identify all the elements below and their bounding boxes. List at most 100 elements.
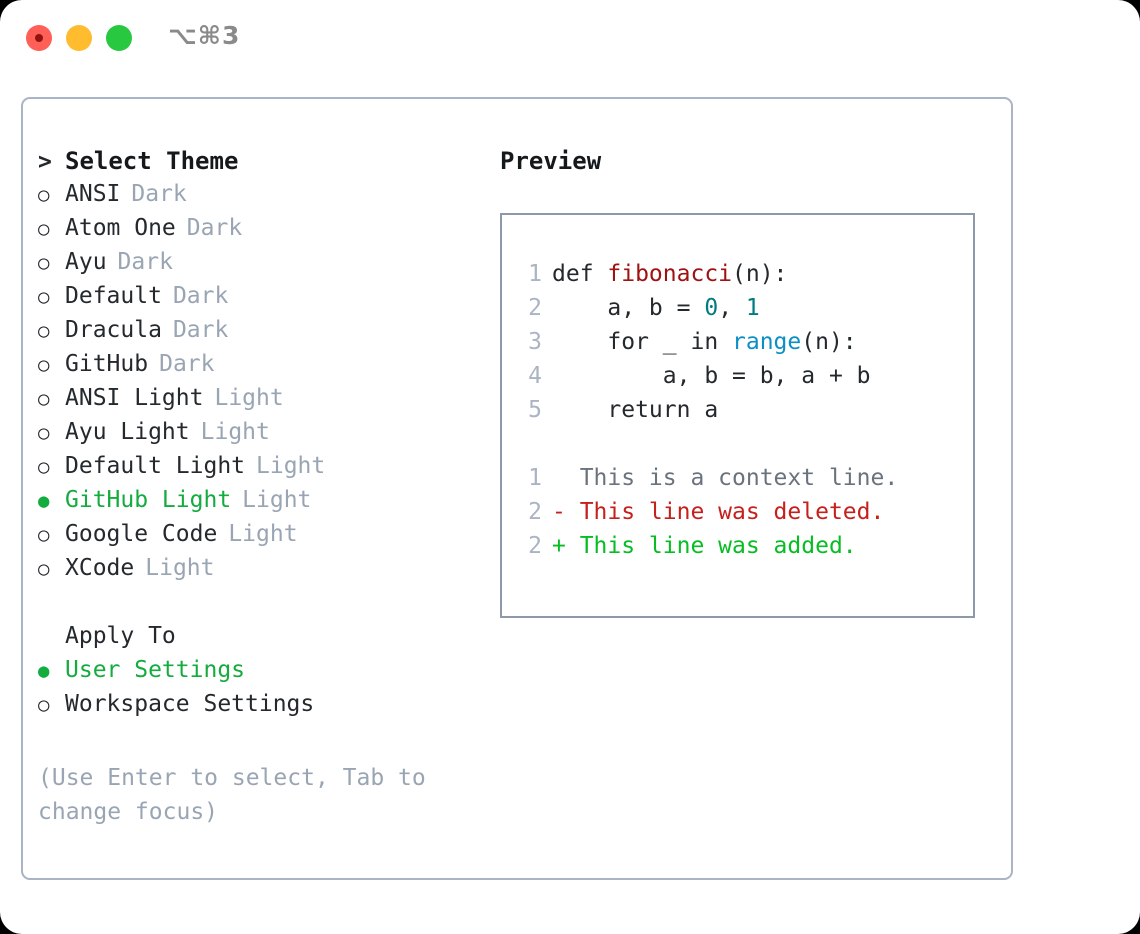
line-number: 1 bbox=[528, 465, 542, 491]
theme-list-item-ansi-light[interactable]: ANSI Light Light bbox=[38, 385, 498, 419]
theme-list-item-github[interactable]: GitHub Dark bbox=[38, 351, 498, 385]
theme-variant-tag: Dark bbox=[172, 283, 229, 309]
diff-content: + This line was added. bbox=[552, 533, 857, 559]
caret-icon bbox=[38, 151, 65, 174]
line-number: 3 bbox=[528, 329, 542, 355]
code-token-number: 1 bbox=[745, 295, 760, 321]
theme-variant-tag: Light bbox=[145, 555, 215, 581]
theme-variant-tag: Light bbox=[242, 487, 312, 513]
line-number: 2 bbox=[528, 499, 542, 525]
theme-list-column: Select Theme ANSI Dark Atom One Dark Ayu… bbox=[38, 147, 498, 829]
theme-list-item-xcode[interactable]: XCode Light bbox=[38, 555, 498, 589]
line-number: 2 bbox=[528, 295, 542, 321]
code-content: a, b = 0, 1 bbox=[552, 295, 760, 321]
code-line: 2 a, b = 0, 1 bbox=[512, 295, 973, 329]
code-line: 4 a, b = b, a + b bbox=[512, 363, 973, 397]
code-token: , bbox=[718, 295, 746, 321]
theme-variant-tag: Light bbox=[200, 419, 270, 445]
title-bar: ⌥⌘3 bbox=[0, 0, 1140, 80]
code-line: 3 for _ in range(n): bbox=[512, 329, 973, 363]
radio-unselected-icon[interactable] bbox=[38, 183, 65, 206]
theme-name: XCode bbox=[65, 555, 135, 581]
theme-variant-tag: Dark bbox=[131, 181, 187, 207]
code-token-call: range bbox=[732, 329, 802, 355]
diff-content: This is a context line. bbox=[552, 465, 899, 491]
radio-selected-icon[interactable] bbox=[38, 659, 65, 682]
radio-unselected-icon[interactable] bbox=[38, 557, 65, 580]
theme-variant-tag: Light bbox=[256, 453, 326, 479]
radio-unselected-icon[interactable] bbox=[38, 285, 65, 308]
apply-to-label: User Settings bbox=[65, 657, 246, 683]
theme-list-item-default-light[interactable]: Default Light Light bbox=[38, 453, 498, 487]
theme-name: Default Light bbox=[65, 453, 246, 479]
theme-variant-tag: Dark bbox=[186, 215, 243, 241]
radio-unselected-icon[interactable] bbox=[38, 387, 65, 410]
code-content: a, b = b, a + b bbox=[552, 363, 871, 389]
select-theme-heading: Select Theme bbox=[38, 147, 498, 181]
theme-list-item-default[interactable]: Default Dark bbox=[38, 283, 498, 317]
theme-variant-tag: Light bbox=[214, 385, 284, 411]
keyboard-shortcut-label: ⌥⌘3 bbox=[168, 21, 241, 50]
radio-unselected-icon[interactable] bbox=[38, 319, 65, 342]
theme-variant-tag: Dark bbox=[172, 317, 229, 343]
list-spacer bbox=[38, 589, 498, 623]
diff-line-deleted: 2 - This line was deleted. bbox=[512, 499, 973, 533]
apply-to-label: Workspace Settings bbox=[65, 691, 315, 717]
theme-name: Default bbox=[65, 283, 162, 309]
theme-name: GitHub Light bbox=[65, 487, 232, 513]
line-number: 1 bbox=[528, 261, 542, 287]
code-token: for _ in bbox=[552, 329, 733, 355]
code-line: 5 return a bbox=[512, 397, 973, 431]
diff-content: - This line was deleted. bbox=[552, 499, 885, 525]
radio-unselected-icon[interactable] bbox=[38, 693, 65, 716]
theme-name: Ayu Light bbox=[65, 419, 190, 445]
theme-name: GitHub bbox=[65, 351, 149, 377]
theme-name: Google Code bbox=[65, 521, 218, 547]
traffic-lights bbox=[26, 25, 132, 51]
preview-box: 1 def fibonacci(n): 2 a, b = 0, 1 3 for … bbox=[500, 213, 975, 618]
theme-list-item-google-code[interactable]: Google Code Light bbox=[38, 521, 498, 555]
theme-name: ANSI Light bbox=[65, 385, 204, 411]
keyboard-hint-text: (Use Enter to select, Tab to change focu… bbox=[38, 765, 426, 825]
theme-list-item-ayu[interactable]: Ayu Dark bbox=[38, 249, 498, 283]
zoom-button-icon[interactable] bbox=[106, 25, 132, 51]
code-token-function: fibonacci bbox=[607, 261, 733, 287]
apply-to-option-user-settings[interactable]: User Settings bbox=[38, 657, 498, 691]
line-number: 2 bbox=[528, 533, 542, 559]
apply-to-option-workspace-settings[interactable]: Workspace Settings bbox=[38, 691, 498, 725]
code-token-number: 0 bbox=[704, 295, 719, 321]
code-token: def bbox=[552, 261, 608, 287]
theme-list-item-github-light[interactable]: GitHub Light Light bbox=[38, 487, 498, 521]
line-number: 5 bbox=[528, 397, 542, 423]
code-content: return a bbox=[552, 397, 719, 423]
theme-list-item-atom-one[interactable]: Atom One Dark bbox=[38, 215, 498, 249]
minimize-button-icon[interactable] bbox=[66, 25, 92, 51]
diff-line-added: 2 + This line was added. bbox=[512, 533, 973, 567]
radio-unselected-icon[interactable] bbox=[38, 421, 65, 444]
radio-unselected-icon[interactable] bbox=[38, 217, 65, 240]
line-number: 4 bbox=[528, 363, 542, 389]
theme-name: Dracula bbox=[65, 317, 162, 343]
code-content: for _ in range(n): bbox=[552, 329, 857, 355]
radio-selected-icon[interactable] bbox=[38, 489, 65, 512]
theme-variant-tag: Dark bbox=[117, 249, 173, 275]
radio-unselected-icon[interactable] bbox=[38, 251, 65, 274]
code-token: (n): bbox=[732, 261, 788, 287]
preview-spacer bbox=[512, 431, 973, 465]
code-token: a, b = bbox=[552, 295, 705, 321]
preview-title: Preview bbox=[500, 147, 602, 175]
theme-list-item-ansi[interactable]: ANSI Dark bbox=[38, 181, 498, 215]
code-token: (n): bbox=[801, 329, 857, 355]
radio-unselected-icon[interactable] bbox=[38, 353, 65, 376]
diff-line-context: 1 This is a context line. bbox=[512, 465, 973, 499]
theme-list-item-dracula[interactable]: Dracula Dark bbox=[38, 317, 498, 351]
theme-name: ANSI bbox=[65, 181, 121, 207]
close-button-icon[interactable] bbox=[26, 25, 52, 51]
theme-list-item-ayu-light[interactable]: Ayu Light Light bbox=[38, 419, 498, 453]
theme-name: Atom One bbox=[65, 215, 176, 241]
theme-variant-tag: Light bbox=[228, 521, 298, 547]
radio-unselected-icon[interactable] bbox=[38, 455, 65, 478]
apply-to-heading: Apply To bbox=[65, 623, 176, 649]
code-line: 1 def fibonacci(n): bbox=[512, 261, 973, 295]
radio-unselected-icon[interactable] bbox=[38, 523, 65, 546]
